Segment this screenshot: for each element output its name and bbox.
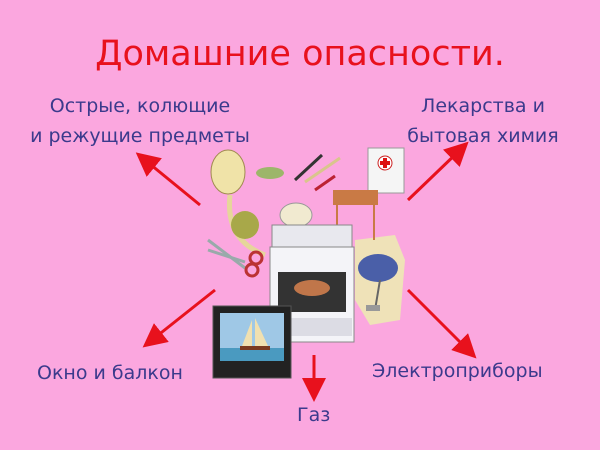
vacuum-cleaner-icon [358,254,398,311]
medicine-cabinet-icon [367,147,405,194]
label-sharp-objects: Острые, колющие и режущие предметы [0,91,280,151]
label-medicines-chemicals: Лекарства и бытовая химия [378,91,588,151]
label-line: и режущие предметы [30,125,250,147]
arrows [135,141,477,402]
label-gas: Газ [297,404,331,426]
label-line: Острые, колющие [49,95,231,117]
kettle-icon [279,202,313,228]
label-electric-appliances: Электроприборы [372,360,543,382]
yarn-ball-icon [231,211,259,239]
knives-icon [293,153,341,192]
arrow-up-left [135,152,201,207]
label-line: Лекарства и [421,95,545,117]
tv-icon [212,305,292,379]
slide-title: Домашние опасности. [95,34,505,74]
arrow-down-left [142,288,216,348]
plug-icon [210,149,266,258]
arrow-up-right [406,141,469,202]
arrow-down-right [406,288,477,359]
pincushion-icon [256,167,284,179]
scissors-icon [207,238,264,278]
label-line: бытовая химия [407,125,559,147]
label-window-balcony: Окно и балкон [37,362,183,384]
